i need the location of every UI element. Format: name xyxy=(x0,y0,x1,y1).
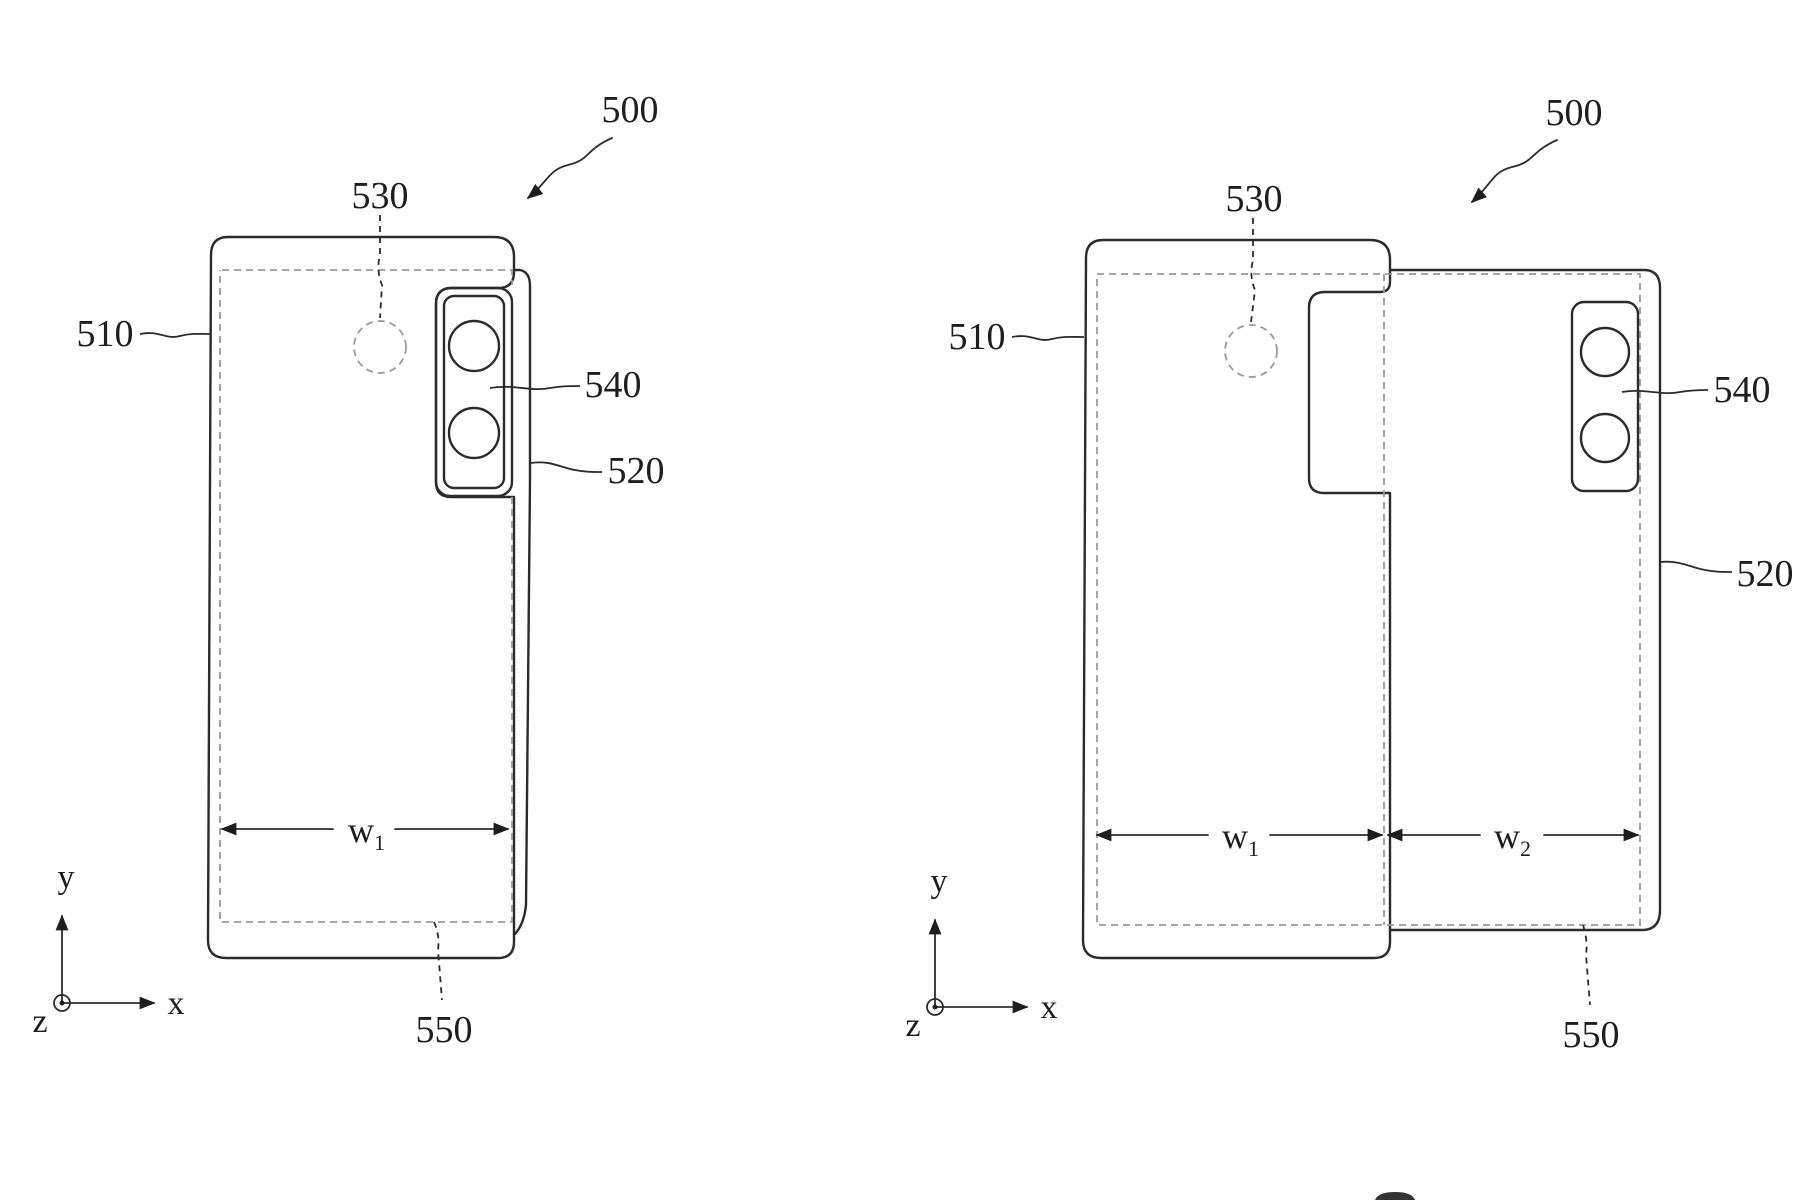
second-housing-leader-right xyxy=(1660,560,1733,573)
first-housing-left xyxy=(206,235,516,960)
device-label-left: 500 xyxy=(602,89,659,131)
first-housing-right xyxy=(1081,238,1392,960)
z-axis-icon xyxy=(53,994,71,1012)
sensor-label-right: 530 xyxy=(1226,178,1283,220)
camera-module-right xyxy=(1570,300,1640,493)
camera-module-leader-left xyxy=(489,385,581,391)
camera-module-label-left: 540 xyxy=(585,364,642,406)
camera-lens-icon xyxy=(1579,326,1631,378)
axes-left: y x z xyxy=(32,859,184,1040)
sensor-leader-left xyxy=(377,215,383,319)
second-housing-left xyxy=(512,268,532,937)
width-label-w1: w1 xyxy=(348,810,385,855)
camera-lens-icon xyxy=(447,319,501,373)
figure-folded: 500 530 510 540 520 w1 550 xyxy=(32,89,664,1051)
camera-module-inner-left xyxy=(442,294,506,490)
sensor-right xyxy=(1224,324,1278,378)
camera-module-leader-right xyxy=(1621,389,1709,395)
z-axis-label: z xyxy=(32,1003,47,1040)
bottom-edge-mark xyxy=(1375,1192,1415,1200)
first-housing-leader-left xyxy=(139,332,211,338)
second-housing-leader-left xyxy=(530,461,603,473)
camera-module-label-right: 540 xyxy=(1714,369,1771,411)
second-housing-label-right: 520 xyxy=(1737,553,1794,595)
axes-right: y x z xyxy=(905,863,1057,1044)
z-axis-label: z xyxy=(905,1007,920,1044)
x-axis-label: x xyxy=(168,985,185,1022)
camera-lens-icon xyxy=(447,406,501,460)
display-label-left: 550 xyxy=(416,1009,473,1051)
device-pointer-right xyxy=(1470,139,1558,204)
width-label-w1: w1 xyxy=(1222,816,1259,861)
display-outline-right xyxy=(1096,273,1641,926)
z-axis-dot xyxy=(59,1000,65,1006)
y-axis-label: y xyxy=(931,863,948,900)
figure-unfolded: 500 530 510 540 520 w1 xyxy=(905,92,1793,1056)
display-leader-left xyxy=(433,921,443,1001)
device-label-right: 500 xyxy=(1546,92,1603,134)
first-housing-label-right: 510 xyxy=(949,316,1006,358)
second-housing-right xyxy=(1388,268,1662,932)
width-label-w2: w2 xyxy=(1494,816,1531,861)
y-axis-label: y xyxy=(58,859,75,896)
device-pointer-left xyxy=(526,137,613,199)
sensor-leader-right xyxy=(1250,218,1256,323)
sensor-label-left: 530 xyxy=(352,175,409,217)
first-housing-leader-right xyxy=(1011,335,1085,341)
z-axis-icon xyxy=(926,998,944,1016)
first-housing-label-left: 510 xyxy=(77,313,134,355)
sensor-left xyxy=(353,320,407,374)
camera-module-outer-left xyxy=(434,286,514,498)
camera-lens-icon xyxy=(1579,412,1631,464)
x-axis-label: x xyxy=(1041,989,1058,1026)
display-label-right: 550 xyxy=(1563,1014,1620,1056)
display-outline-left xyxy=(219,269,513,923)
second-housing-label-left: 520 xyxy=(608,450,665,492)
display-leader-right xyxy=(1582,924,1591,1006)
z-axis-dot xyxy=(932,1004,938,1010)
